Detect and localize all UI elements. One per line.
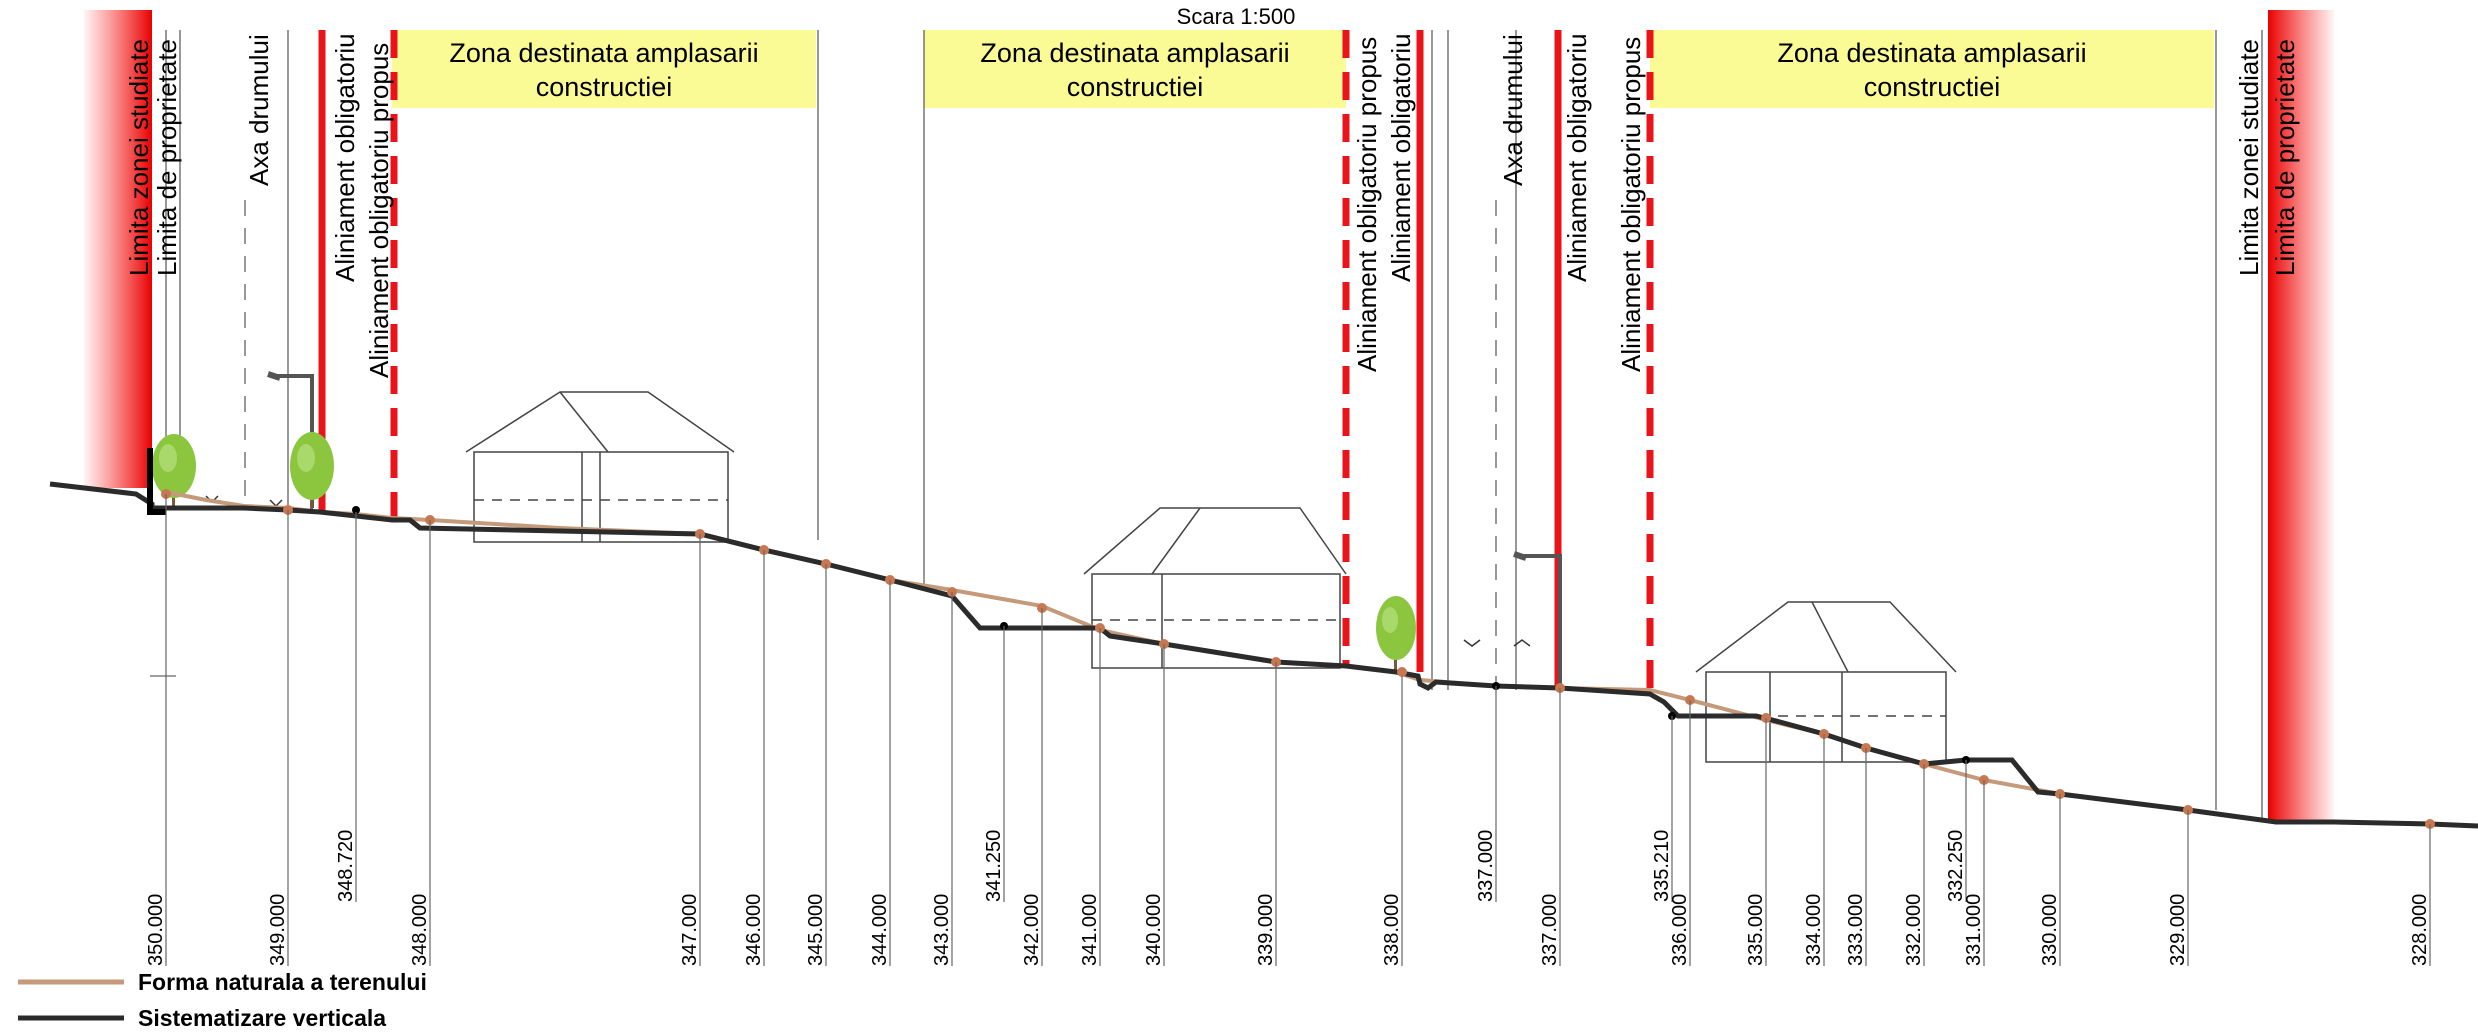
left-retaining-wall [147, 448, 166, 515]
construction-zone-2: Zona destinata amplasarii constructiei [924, 30, 1346, 108]
scale-label: Scara 1:500 [1177, 4, 1296, 29]
label-axa-drumului-right: Axa drumului [1498, 34, 1528, 186]
vertical-labels: Limita zonei studiate Limita de propriet… [124, 33, 2300, 378]
label-aliniament-left: Aliniament obligatoriu [330, 33, 360, 282]
house-1 [465, 391, 735, 543]
elevation-label: 341.250 [983, 830, 1005, 902]
alignment-lines-proposed [390, 30, 1654, 700]
zone-2-line1: Zona destinata amplasarii [980, 38, 1289, 68]
elevation-label: 330.000 [2039, 894, 2061, 966]
construction-zone-3: Zona destinata amplasarii constructiei [1650, 30, 2214, 108]
elevation-label: 328.000 [2409, 894, 2431, 966]
label-aliniament-propus-mid: Aliniament obligatoriu propus [1352, 37, 1382, 372]
elevation-label: 331.000 [1963, 894, 1985, 966]
elevation-label: 332.250 [1945, 830, 1967, 902]
vertical-systematization-line [49, 481, 2478, 829]
study-limit-band-left [84, 10, 152, 488]
reference-lines [165, 30, 2263, 822]
elevation-label: 346.000 [743, 894, 765, 966]
zone-1-line1: Zona destinata amplasarii [449, 38, 758, 68]
tree-1 [152, 434, 196, 508]
elevation-label: 329.000 [2167, 894, 2189, 966]
elevation-label: 345.000 [805, 894, 827, 966]
elevation-label: 344.000 [869, 894, 891, 966]
elevation-label: 340.000 [1143, 894, 1165, 966]
elevation-label: 336.000 [1669, 894, 1691, 966]
tree-2 [290, 432, 334, 510]
elevation-label: 348.720 [335, 830, 357, 902]
elevation-label: 334.000 [1803, 894, 1825, 966]
legend: Forma naturala a terenului Sistematizare… [18, 969, 427, 1031]
label-limita-proprietate-left: Limita de proprietate [152, 39, 182, 276]
legend-vertical-label: Sistematizare verticala [138, 1005, 386, 1031]
elevation-label: 349.000 [267, 894, 289, 966]
zone-3-line2: constructiei [1864, 72, 2001, 102]
label-aliniament-mid: Aliniament obligatoriu [1386, 33, 1416, 282]
elevation-label: 339.000 [1255, 894, 1277, 966]
street-light-right [1513, 551, 1562, 690]
elevation-label: 337.000 [1539, 894, 1561, 966]
label-limita-zonei-right: Limita zonei studiate [2234, 39, 2264, 276]
label-limita-zonei-left: Limita zonei studiate [124, 39, 154, 276]
elevation-label: 332.000 [1903, 894, 1925, 966]
elevation-label: 335.000 [1745, 894, 1767, 966]
elevation-label: 341.000 [1079, 894, 1101, 966]
elevation-ticks [165, 494, 2431, 966]
label-axa-drumului-left: Axa drumului [244, 34, 274, 186]
zone-1-line2: constructiei [536, 72, 673, 102]
study-limit-band-right [2268, 10, 2334, 822]
label-limita-proprietate-right: Limita de proprietate [2270, 39, 2300, 276]
road-axis-lines [244, 200, 1497, 690]
label-aliniament-propus-right: Aliniament obligatoriu propus [1616, 37, 1646, 372]
house-2 [1083, 507, 1347, 669]
construction-zone-1: Zona destinata amplasarii constructiei [392, 30, 816, 108]
elevation-label: 337.000 [1475, 830, 1497, 902]
elevation-label: 333.000 [1845, 894, 1867, 966]
label-aliniament-propus-left: Aliniament obligatoriu propus [364, 43, 394, 378]
zone-3-line1: Zona destinata amplasarii [1777, 38, 2086, 68]
legend-natural-label: Forma naturala a terenului [138, 969, 427, 995]
label-aliniament-right: Aliniament obligatoriu [1562, 33, 1592, 282]
tree-3 [1376, 596, 1416, 670]
elevation-labels: 350.000 349.000 348.720 348.000 347.000 346.0… [145, 830, 2431, 966]
zone-2-line2: constructiei [1067, 72, 1204, 102]
elevation-label: 342.000 [1021, 894, 1043, 966]
spot-markers [352, 506, 1970, 764]
elevation-label: 335.210 [1651, 830, 1673, 902]
elevation-label: 338.000 [1381, 894, 1403, 966]
elevation-label: 347.000 [679, 894, 701, 966]
terrain-points [161, 489, 2435, 829]
elevation-label: 350.000 [145, 894, 167, 966]
elevation-label: 348.000 [409, 894, 431, 966]
elevation-label: 343.000 [931, 894, 953, 966]
